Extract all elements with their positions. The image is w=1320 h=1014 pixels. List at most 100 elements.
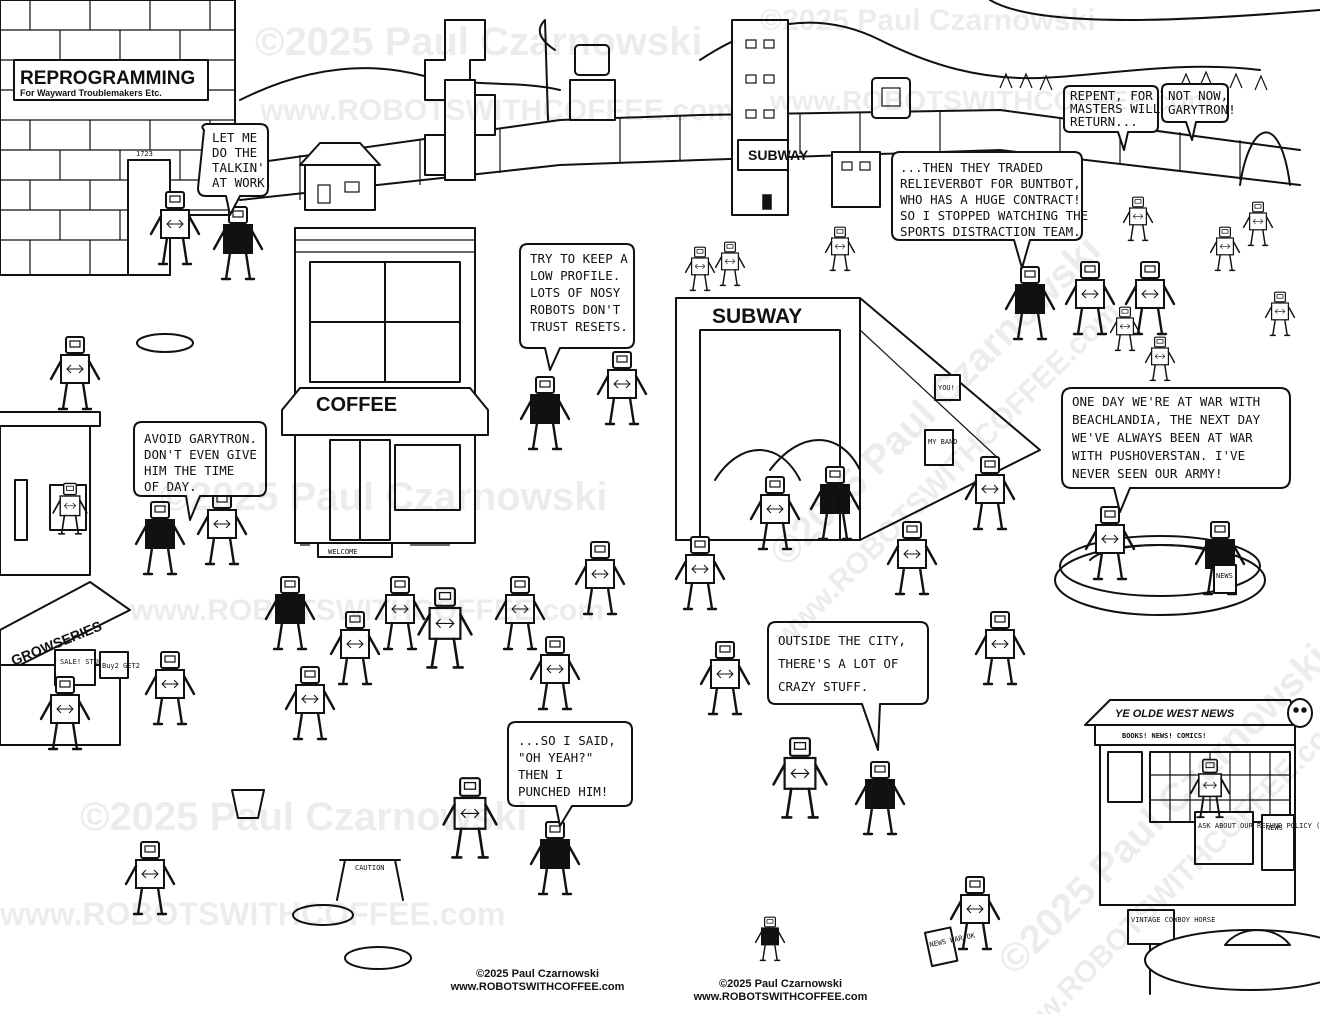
robot-figure — [124, 841, 176, 916]
robot-figure — [974, 611, 1026, 686]
credit-left-url: www.ROBOTSWITHCOFFEE.com — [450, 981, 625, 993]
door-number: 1723 — [136, 150, 153, 158]
tower-subway-sign: SUBWAY — [748, 147, 809, 163]
svg-text:©2025 Paul Czarnowski: ©2025 Paul Czarnowski — [80, 795, 527, 839]
bubble-talkin-text: LET ME DO THE TALKIN' AT WORK. — [212, 130, 272, 190]
robot-figure — [684, 246, 716, 292]
buy2-sign-board — [99, 651, 129, 679]
robot-figure — [1004, 266, 1056, 341]
robot-figure — [1242, 201, 1274, 247]
credit-left-copyright: ©2025 Paul Czarnowski — [475, 968, 600, 980]
welcome-mat: WELCOME — [328, 548, 358, 556]
newspaper-prop — [923, 926, 959, 968]
robot-figure — [134, 501, 186, 576]
news-stand-sign: YE OLDE WEST NEWS — [1115, 708, 1235, 720]
bubble-not-now-text: NOT NOW, GARYTRON! — [1168, 88, 1236, 117]
credit-left: ©2025 Paul Czarnowski www.ROBOTSWITHCOFF… — [425, 968, 650, 994]
vintage-cowboy-horse-display — [1127, 909, 1320, 995]
speech-bubble-not-now: NOT NOW, GARYTRON! — [1161, 83, 1236, 141]
news-banner: BOOKS! NEWS! COMICS! — [1122, 732, 1206, 740]
bubble-repent-text: REPENT, FOR THE MASTERS WILL RETURN... — [1070, 88, 1190, 129]
robot-figure — [1144, 336, 1176, 382]
robot-figure — [529, 821, 581, 896]
credit-right: ©2025 Paul Czarnowski www.ROBOTSWITHCOFF… — [668, 978, 893, 1004]
svg-text:©2025 Paul Czarnowski: ©2025 Paul Czarnowski — [160, 475, 607, 519]
speech-bubble-talkin: LET ME DO THE TALKIN' AT WORK. — [197, 123, 272, 216]
robot-figure — [772, 737, 828, 819]
speech-bubble-garytron: AVOID GARYTRON. DON'T EVEN GIVE HIM THE … — [133, 421, 267, 521]
robot-figure — [529, 636, 581, 711]
buy2-sign: Buy2 GET2 — [102, 662, 140, 670]
svg-text:©2025 Paul Czarnowski: ©2025 Paul Czarnowski — [760, 4, 1096, 37]
sale-sign: SALE! STUFF — [60, 658, 106, 666]
bubble-outside-city-text: OUTSIDE THE CITY, THERE'S A LOT OF CRAZY… — [778, 633, 913, 694]
robot-figure — [674, 536, 726, 611]
robot-figure — [149, 191, 201, 266]
robot-figure — [1194, 521, 1246, 596]
robot-figure — [519, 376, 571, 451]
speech-bubble-war: ONE DAY WE'RE AT WAR WITH BEACHLANDIA, T… — [1061, 387, 1291, 513]
bubble-garytron-text: AVOID GARYTRON. DON'T EVEN GIVE HIM THE … — [144, 431, 264, 494]
robot-figure — [212, 206, 264, 281]
robot-figure — [1064, 261, 1116, 336]
bubble-traded-text: ...THEN THEY TRADED RELIEVERBOT FOR BUNT… — [900, 160, 1096, 239]
robot-figure — [714, 241, 746, 287]
robot-figure — [1124, 261, 1176, 336]
robot-figure — [854, 761, 906, 836]
giant-robot-scythe — [538, 19, 616, 121]
you-poster: YOU! — [938, 384, 955, 392]
news-board: NEWS — [1266, 824, 1283, 832]
robot-figure — [329, 611, 381, 686]
robot-figure — [699, 641, 751, 716]
robot-figure — [949, 876, 1001, 951]
robot-crowd — [39, 191, 1296, 962]
newspaper-prop-2 — [1213, 564, 1237, 594]
news-stand — [1084, 698, 1313, 906]
vintage-horse-sign: VINTAGE COWBOY HORSE — [1131, 916, 1215, 924]
speech-bubble-repent: REPENT, FOR THE MASTERS WILL RETURN... — [1063, 85, 1190, 151]
robot-figure — [374, 576, 426, 651]
robot-figure — [574, 541, 626, 616]
coffee-shop-building — [281, 227, 489, 558]
robot-figure — [886, 521, 938, 596]
robot-figure — [264, 576, 316, 651]
bubble-war-text: ONE DAY WE'RE AT WAR WITH BEACHLANDIA, T… — [1072, 394, 1268, 481]
band-poster: MY BAND — [928, 438, 958, 446]
svg-text:©2025 Paul Czarnowski: ©2025 Paul Czarnowski — [255, 20, 702, 64]
zigzag-building — [424, 19, 496, 181]
robot-figure — [39, 676, 91, 751]
robot-figure — [49, 336, 101, 411]
robot-figure — [494, 576, 546, 651]
robot-figure — [824, 226, 856, 272]
robot-figure — [442, 777, 498, 859]
refund-sign: ASK ABOUT OUR REFUND POLICY (IT'S "NO") — [1198, 822, 1320, 830]
speech-bubble-low-profile: TRY TO KEEP A LOW PROFILE. LOTS OF NOSY … — [519, 243, 635, 371]
robot-figure — [749, 476, 801, 551]
small-house — [299, 142, 381, 211]
small-building-right — [831, 151, 881, 208]
svg-text:www.ROBOTSWITHCOFFEE.com: www.ROBOTSWITHCOFFEE.com — [0, 896, 505, 932]
reprogramming-sign: REPROGRAMMING — [20, 68, 195, 89]
svg-text:www.ROBOTSWITHCOFFEE.com: www.ROBOTSWITHCOFFEE.com — [769, 85, 1212, 116]
bubble-low-profile-text: TRY TO KEEP A LOW PROFILE. LOTS OF NOSY … — [530, 251, 635, 334]
coffee-sign: COFFEE — [316, 394, 397, 416]
robot-figure — [809, 466, 861, 541]
speech-bubble-outside-city: OUTSIDE THE CITY, THERE'S A LOT OF CRAZY… — [767, 621, 929, 751]
robot-figure — [1189, 758, 1231, 819]
reprogramming-subtitle: For Wayward Troublemakers Etc. — [20, 88, 162, 98]
newspaper-text-2: NEWS — [1216, 572, 1233, 580]
robot-figure — [284, 666, 336, 741]
robot-figure — [754, 916, 786, 962]
caution-sign: CAUTION — [355, 864, 385, 872]
robot-figure — [964, 456, 1016, 531]
svg-text:www.ROBOTSWITHCOFFEE.com: www.ROBOTSWITHCOFFEE.com — [129, 594, 604, 627]
svg-text:www.ROBOTSWITHCOFFEE.com: www.ROBOTSWITHCOFFEE.com — [259, 94, 734, 127]
robot-figure — [52, 482, 88, 535]
speech-bubble-traded: ...THEN THEY TRADED RELIEVERBOT FOR BUNT… — [891, 151, 1096, 269]
giant-robot-head-right — [871, 77, 911, 119]
speech-bubble-punched: ...SO I SAID, "OH YEAH?" THEN I PUNCHED … — [507, 721, 633, 827]
robot-figure — [1209, 226, 1241, 272]
manhole-and-barrier — [136, 333, 412, 970]
bubble-punched-text: ...SO I SAID, "OH YEAH?" THEN I PUNCHED … — [518, 733, 623, 799]
